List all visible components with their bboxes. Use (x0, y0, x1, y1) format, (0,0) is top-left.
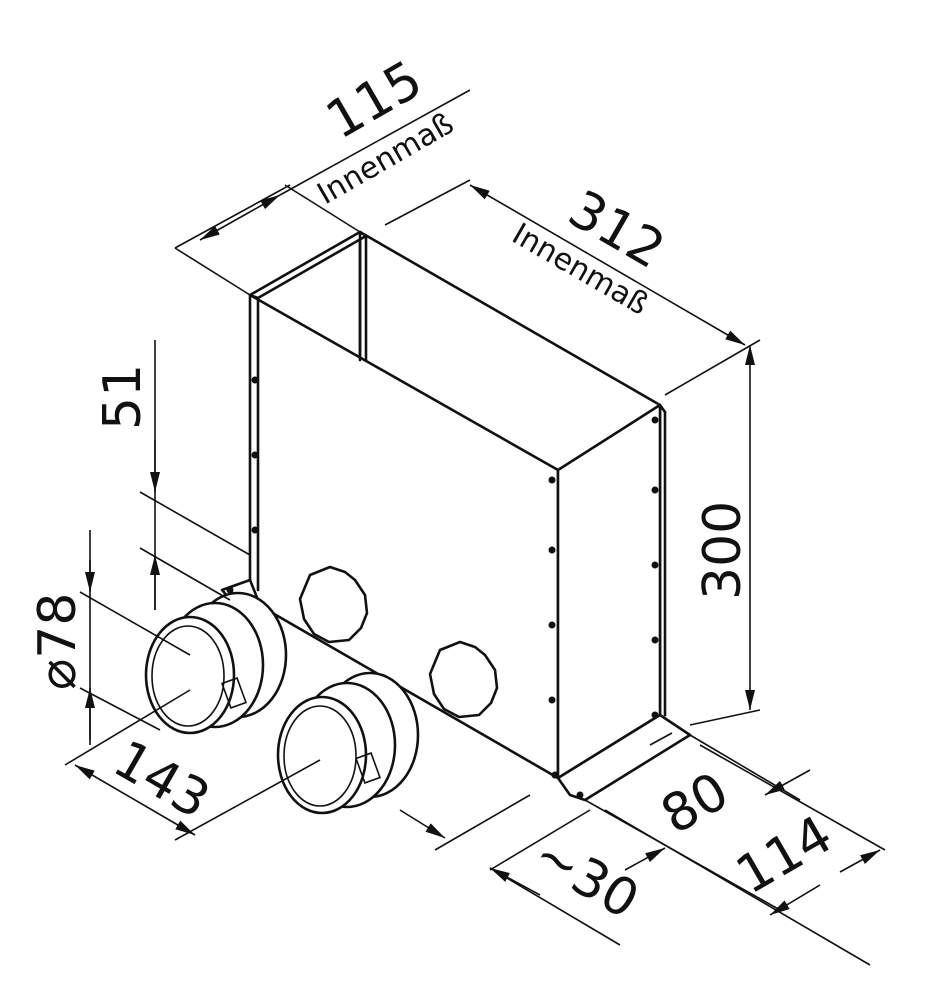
knockout-2 (428, 640, 499, 719)
dimension-lines (64, 89, 886, 966)
dim-78-label: ⌀78 (28, 593, 88, 690)
plenum-box (220, 230, 692, 802)
knockout-1 (298, 565, 369, 644)
duct-stub-1 (144, 591, 288, 735)
box-side-face (556, 403, 662, 780)
dim-300-label: 300 (693, 501, 753, 600)
dim-80-label: 80 (652, 761, 739, 846)
box-top-left-wall (248, 230, 368, 300)
dim-51-label: 51 (93, 364, 153, 430)
dim-30-label: ~30 (524, 824, 649, 931)
flange-right (556, 713, 692, 802)
duct-stub-2 (276, 671, 420, 815)
